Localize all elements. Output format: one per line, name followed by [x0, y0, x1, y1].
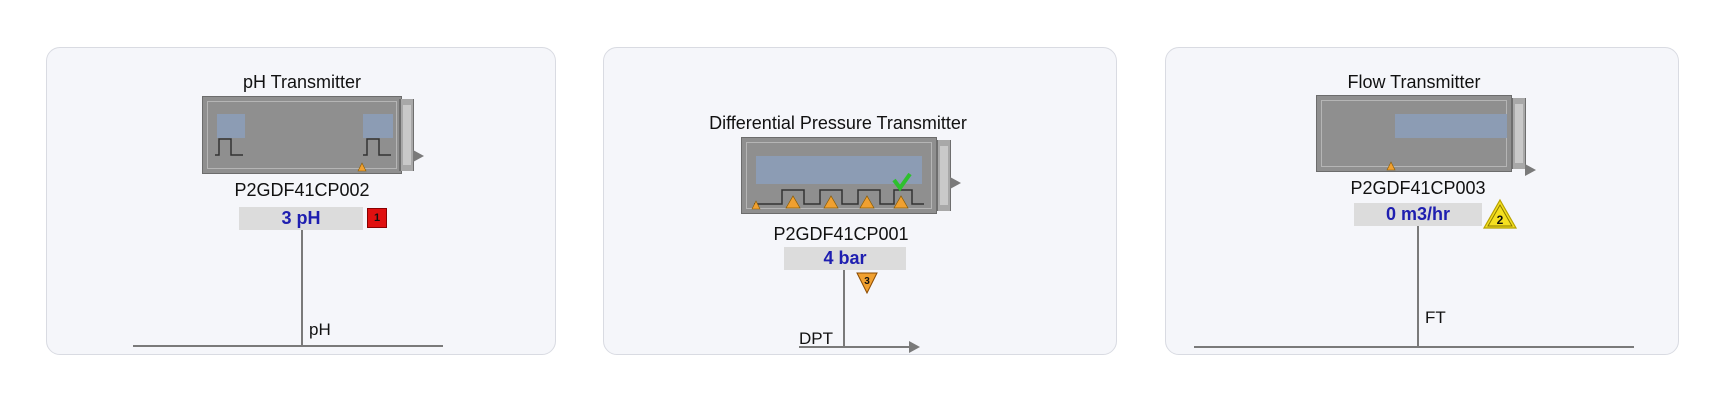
tag-label: P2GDF41CP002 [234, 180, 370, 200]
process-line [133, 345, 443, 347]
connector-line [301, 230, 303, 347]
line-label: DPT [799, 329, 833, 348]
value-display[interactable]: 3 pH [239, 207, 363, 230]
alarm-triangle-icon[interactable]: 3 [856, 272, 878, 295]
flow-transmitter-device[interactable] [1316, 95, 1526, 172]
ph-transmitter-device[interactable] [202, 96, 414, 174]
dp-transmitter-card: Differential Pressure Transmitter P2GDF4… [603, 47, 1117, 355]
value-display[interactable]: 0 m3/hr [1354, 203, 1482, 226]
trend-line [751, 172, 924, 210]
line-label: FT [1425, 308, 1446, 327]
card-title: Differential Pressure Transmitter [709, 113, 967, 133]
tag-label: P2GDF41CP001 [773, 224, 909, 244]
flow-transmitter-card: Flow Transmitter P2GDF41CP003 0 m3/hr 2 … [1165, 47, 1679, 355]
arrow-right-icon [950, 177, 961, 189]
dp-transmitter-device[interactable] [741, 137, 951, 214]
process-line [799, 346, 909, 348]
ph-transmitter-card: pH Transmitter P2GDF41CP002 3 pH 1 pH [46, 47, 556, 355]
connector-line [1417, 226, 1419, 348]
arrow-right-icon [1525, 164, 1536, 176]
status-icon [1386, 161, 1396, 171]
card-title: Flow Transmitter [1347, 72, 1481, 92]
trend-line [215, 138, 391, 172]
value-display[interactable]: 4 bar [784, 247, 906, 270]
card-title: pH Transmitter [242, 72, 362, 92]
alarm-badge-icon[interactable]: 1 [367, 208, 387, 228]
arrow-right-icon [413, 150, 424, 162]
connector-line [843, 270, 845, 348]
tag-label: P2GDF41CP003 [1350, 178, 1486, 198]
process-line [1194, 346, 1634, 348]
alarm-number: 2 [1497, 213, 1504, 227]
alarm-triangle-icon[interactable]: 2 [1482, 198, 1518, 229]
alarm-number: 3 [864, 276, 870, 287]
arrow-right-icon [909, 341, 920, 353]
line-label: pH [309, 320, 331, 339]
